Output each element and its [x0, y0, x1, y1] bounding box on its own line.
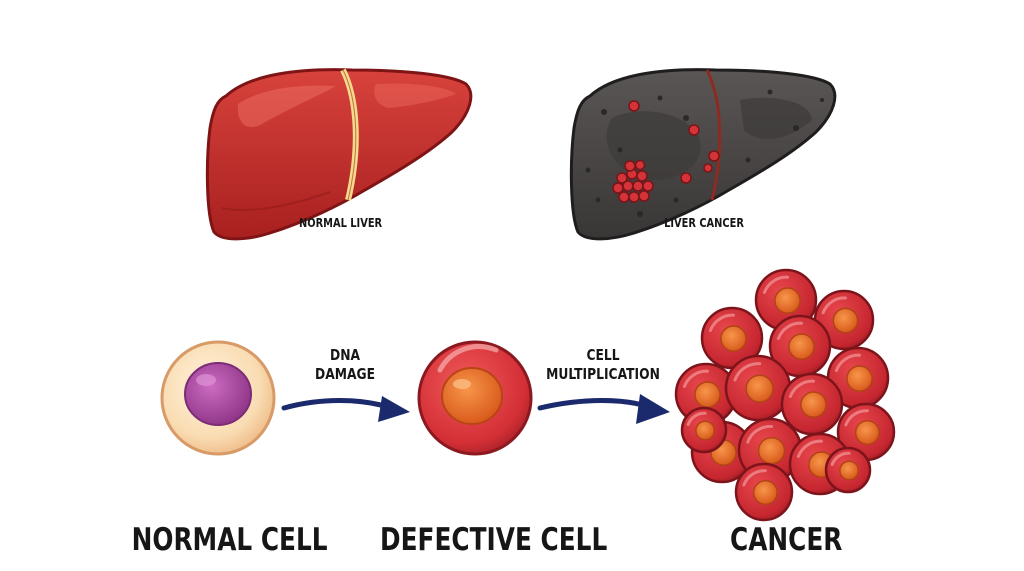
cancer-cell-nucleus	[695, 420, 716, 441]
cancer-cell	[826, 346, 890, 410]
cancer-cell-nucleus	[774, 287, 801, 314]
cell-multiplication-label: CELL MULTIPLICATION	[542, 346, 665, 384]
liver-cancer-label: LIVER CANCER	[664, 216, 744, 230]
cancer-cell-nucleus	[788, 333, 815, 360]
cancer-cell-nucleus	[757, 436, 786, 465]
cancer-cell-cluster	[674, 268, 896, 522]
normal-liver-label: NORMAL LIVER	[299, 216, 383, 230]
cell-multiplication-label-line2: MULTIPLICATION	[546, 365, 660, 383]
defective-cell-nucleus	[441, 367, 503, 425]
cancer-cell	[674, 362, 738, 426]
cancer-liver-illustration	[569, 68, 837, 241]
cancer-cell-nucleus	[694, 381, 721, 408]
cancer-cell	[813, 289, 875, 351]
cancer-cell-nucleus	[745, 374, 774, 403]
cancer-cell	[734, 462, 794, 522]
cancer-cell	[824, 446, 872, 494]
cancer-cell	[724, 354, 792, 422]
dna-damage-label-line1: DNA	[329, 346, 361, 364]
cancer-cell-nucleus	[832, 307, 859, 334]
cancer-cell-nucleus	[839, 460, 860, 481]
defective-cell-caption: DEFECTIVE CELL	[380, 522, 608, 558]
cancer-cell-nucleus	[800, 391, 827, 418]
cancer-cell-nucleus	[854, 420, 880, 446]
normal-cell-caption: NORMAL CELL	[131, 522, 328, 558]
cancer-cell-nucleus	[846, 365, 873, 392]
cancer-caption: CANCER	[730, 522, 843, 558]
cancer-cell-nucleus	[752, 480, 778, 506]
cancer-cell	[780, 372, 844, 436]
normal-liver-illustration	[205, 68, 473, 241]
arrow-dna-damage	[281, 396, 410, 422]
cell-multiplication-label-line1: CELL	[586, 346, 620, 364]
cancer-cell-nucleus	[720, 325, 747, 352]
normal-cell-nucleus	[184, 362, 252, 426]
defective-cell	[417, 340, 533, 456]
dna-damage-label: DNA DAMAGE	[308, 346, 382, 384]
dna-damage-label-line2: DAMAGE	[315, 365, 375, 383]
arrow-cell-multiplication	[537, 394, 670, 424]
cancer-cell	[768, 314, 832, 378]
cancer-cell	[680, 406, 728, 454]
cancer-cell	[836, 402, 896, 462]
normal-cell	[160, 340, 276, 456]
